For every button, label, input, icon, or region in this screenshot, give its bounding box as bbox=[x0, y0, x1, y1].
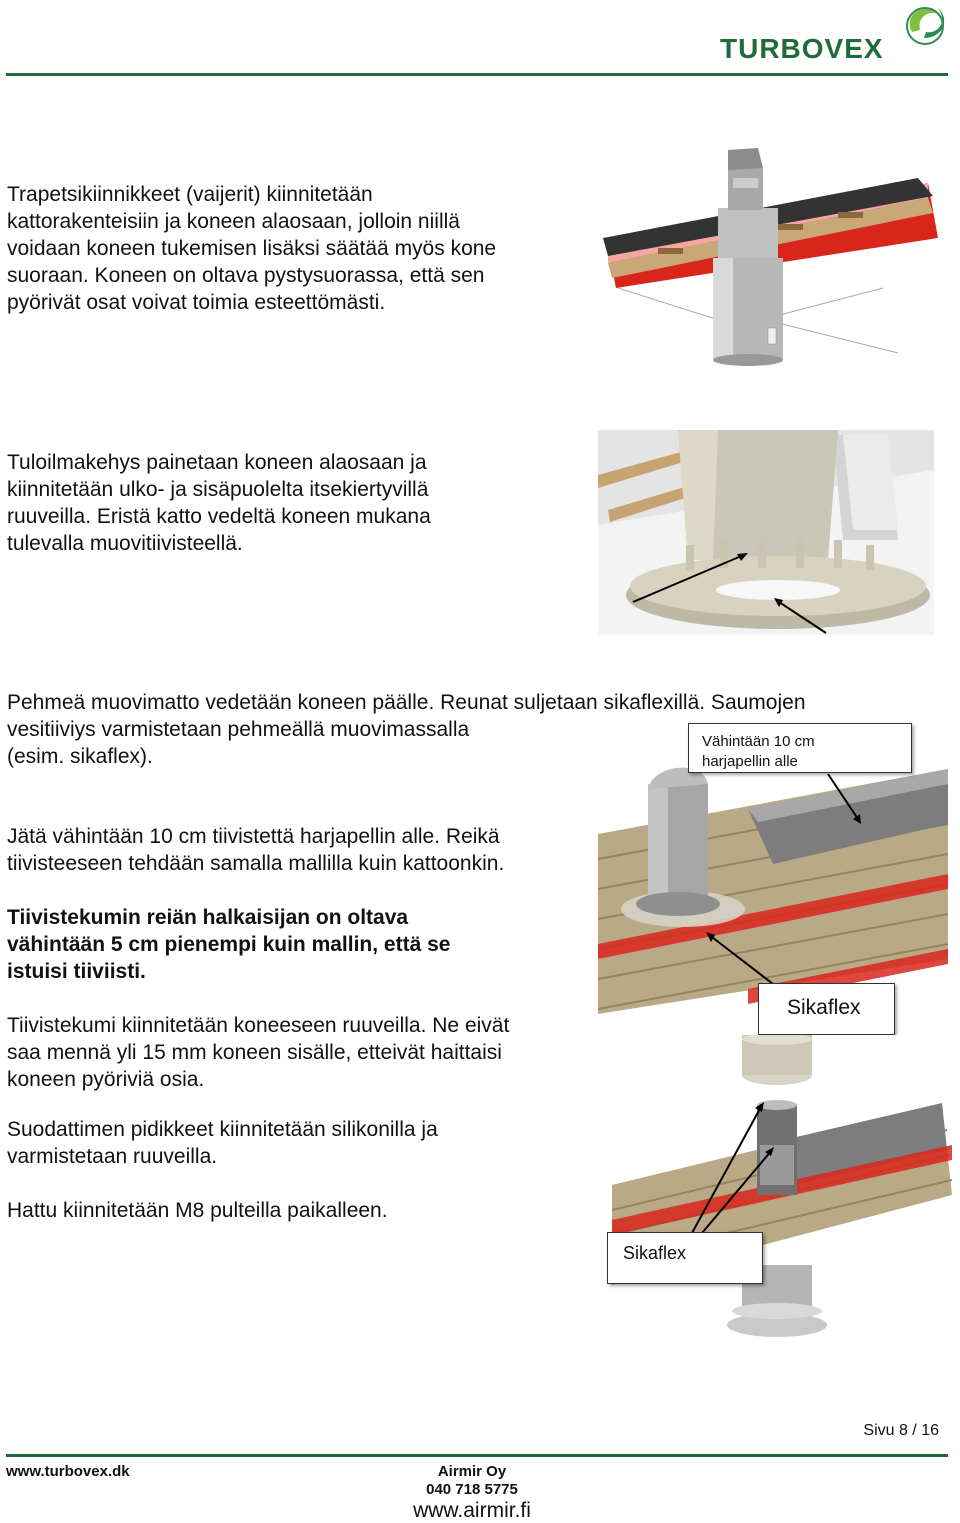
section-3-line1: Pehmeä muovimatto vedetään koneen päälle… bbox=[7, 691, 806, 714]
footer-center: Airmir Oy 040 718 5775 www.airmir.fi bbox=[372, 1463, 572, 1523]
section-4-text: Jätä vähintään 10 cm tiivistettä harjape… bbox=[7, 796, 587, 1093]
callout-sikaflex-1: Sikaflex bbox=[758, 983, 895, 1035]
callout-ridge: Vähintään 10 cm harjapellin alle bbox=[688, 723, 912, 773]
section-3-text: vesitiiviys varmistetaan pehmeällä muovi… bbox=[7, 718, 470, 768]
section-4-normal-1: Jätä vähintään 10 cm tiivistettä harjape… bbox=[7, 825, 505, 875]
roof-sealing-illustration bbox=[598, 764, 948, 1014]
header-rule bbox=[6, 73, 948, 76]
footer-company: Airmir Oy bbox=[437, 1463, 507, 1480]
filter-hat-illustration bbox=[612, 1035, 952, 1355]
section-2-text: Tuloilmakehys painetaan koneen alaosaan … bbox=[7, 451, 431, 555]
callout-sikaflex-2: Sikaflex bbox=[607, 1232, 763, 1284]
callout-ridge-text: Vähintään 10 cm harjapellin alle bbox=[702, 733, 815, 770]
page-number: Sivu 8 / 16 bbox=[863, 1422, 939, 1439]
footer-phone: 040 718 5775 bbox=[426, 1481, 518, 1498]
section-4-normal-2: Tiivistekumi kiinnitetään koneeseen ruuv… bbox=[7, 1014, 510, 1091]
footer-url: www.airmir.fi bbox=[413, 1499, 531, 1522]
section-4-bold: Tiivistekumin reiän halkaisijan on oltav… bbox=[7, 906, 451, 983]
callout-sikaflex-1-text: Sikaflex bbox=[787, 996, 861, 1019]
turbovex-logo: TURBOVEX bbox=[720, 7, 945, 64]
supply-air-frame-illustration bbox=[598, 430, 934, 635]
callout-sikaflex-2-text: Sikaflex bbox=[623, 1243, 687, 1263]
section-5-text-2: Hattu kiinnitetään M8 pulteilla paikalle… bbox=[7, 1199, 388, 1222]
logo-text: TURBOVEX bbox=[720, 33, 884, 64]
footer-rule bbox=[6, 1454, 948, 1457]
footer-left-url: www.turbovex.dk bbox=[6, 1463, 130, 1480]
section-5-text-1: Suodattimen pidikkeet kiinnitetään silik… bbox=[7, 1118, 438, 1168]
section-1-text: Trapetsikiinnikkeet (vaijerit) kiinnitet… bbox=[7, 183, 497, 314]
fan-mount-illustration bbox=[598, 138, 948, 368]
